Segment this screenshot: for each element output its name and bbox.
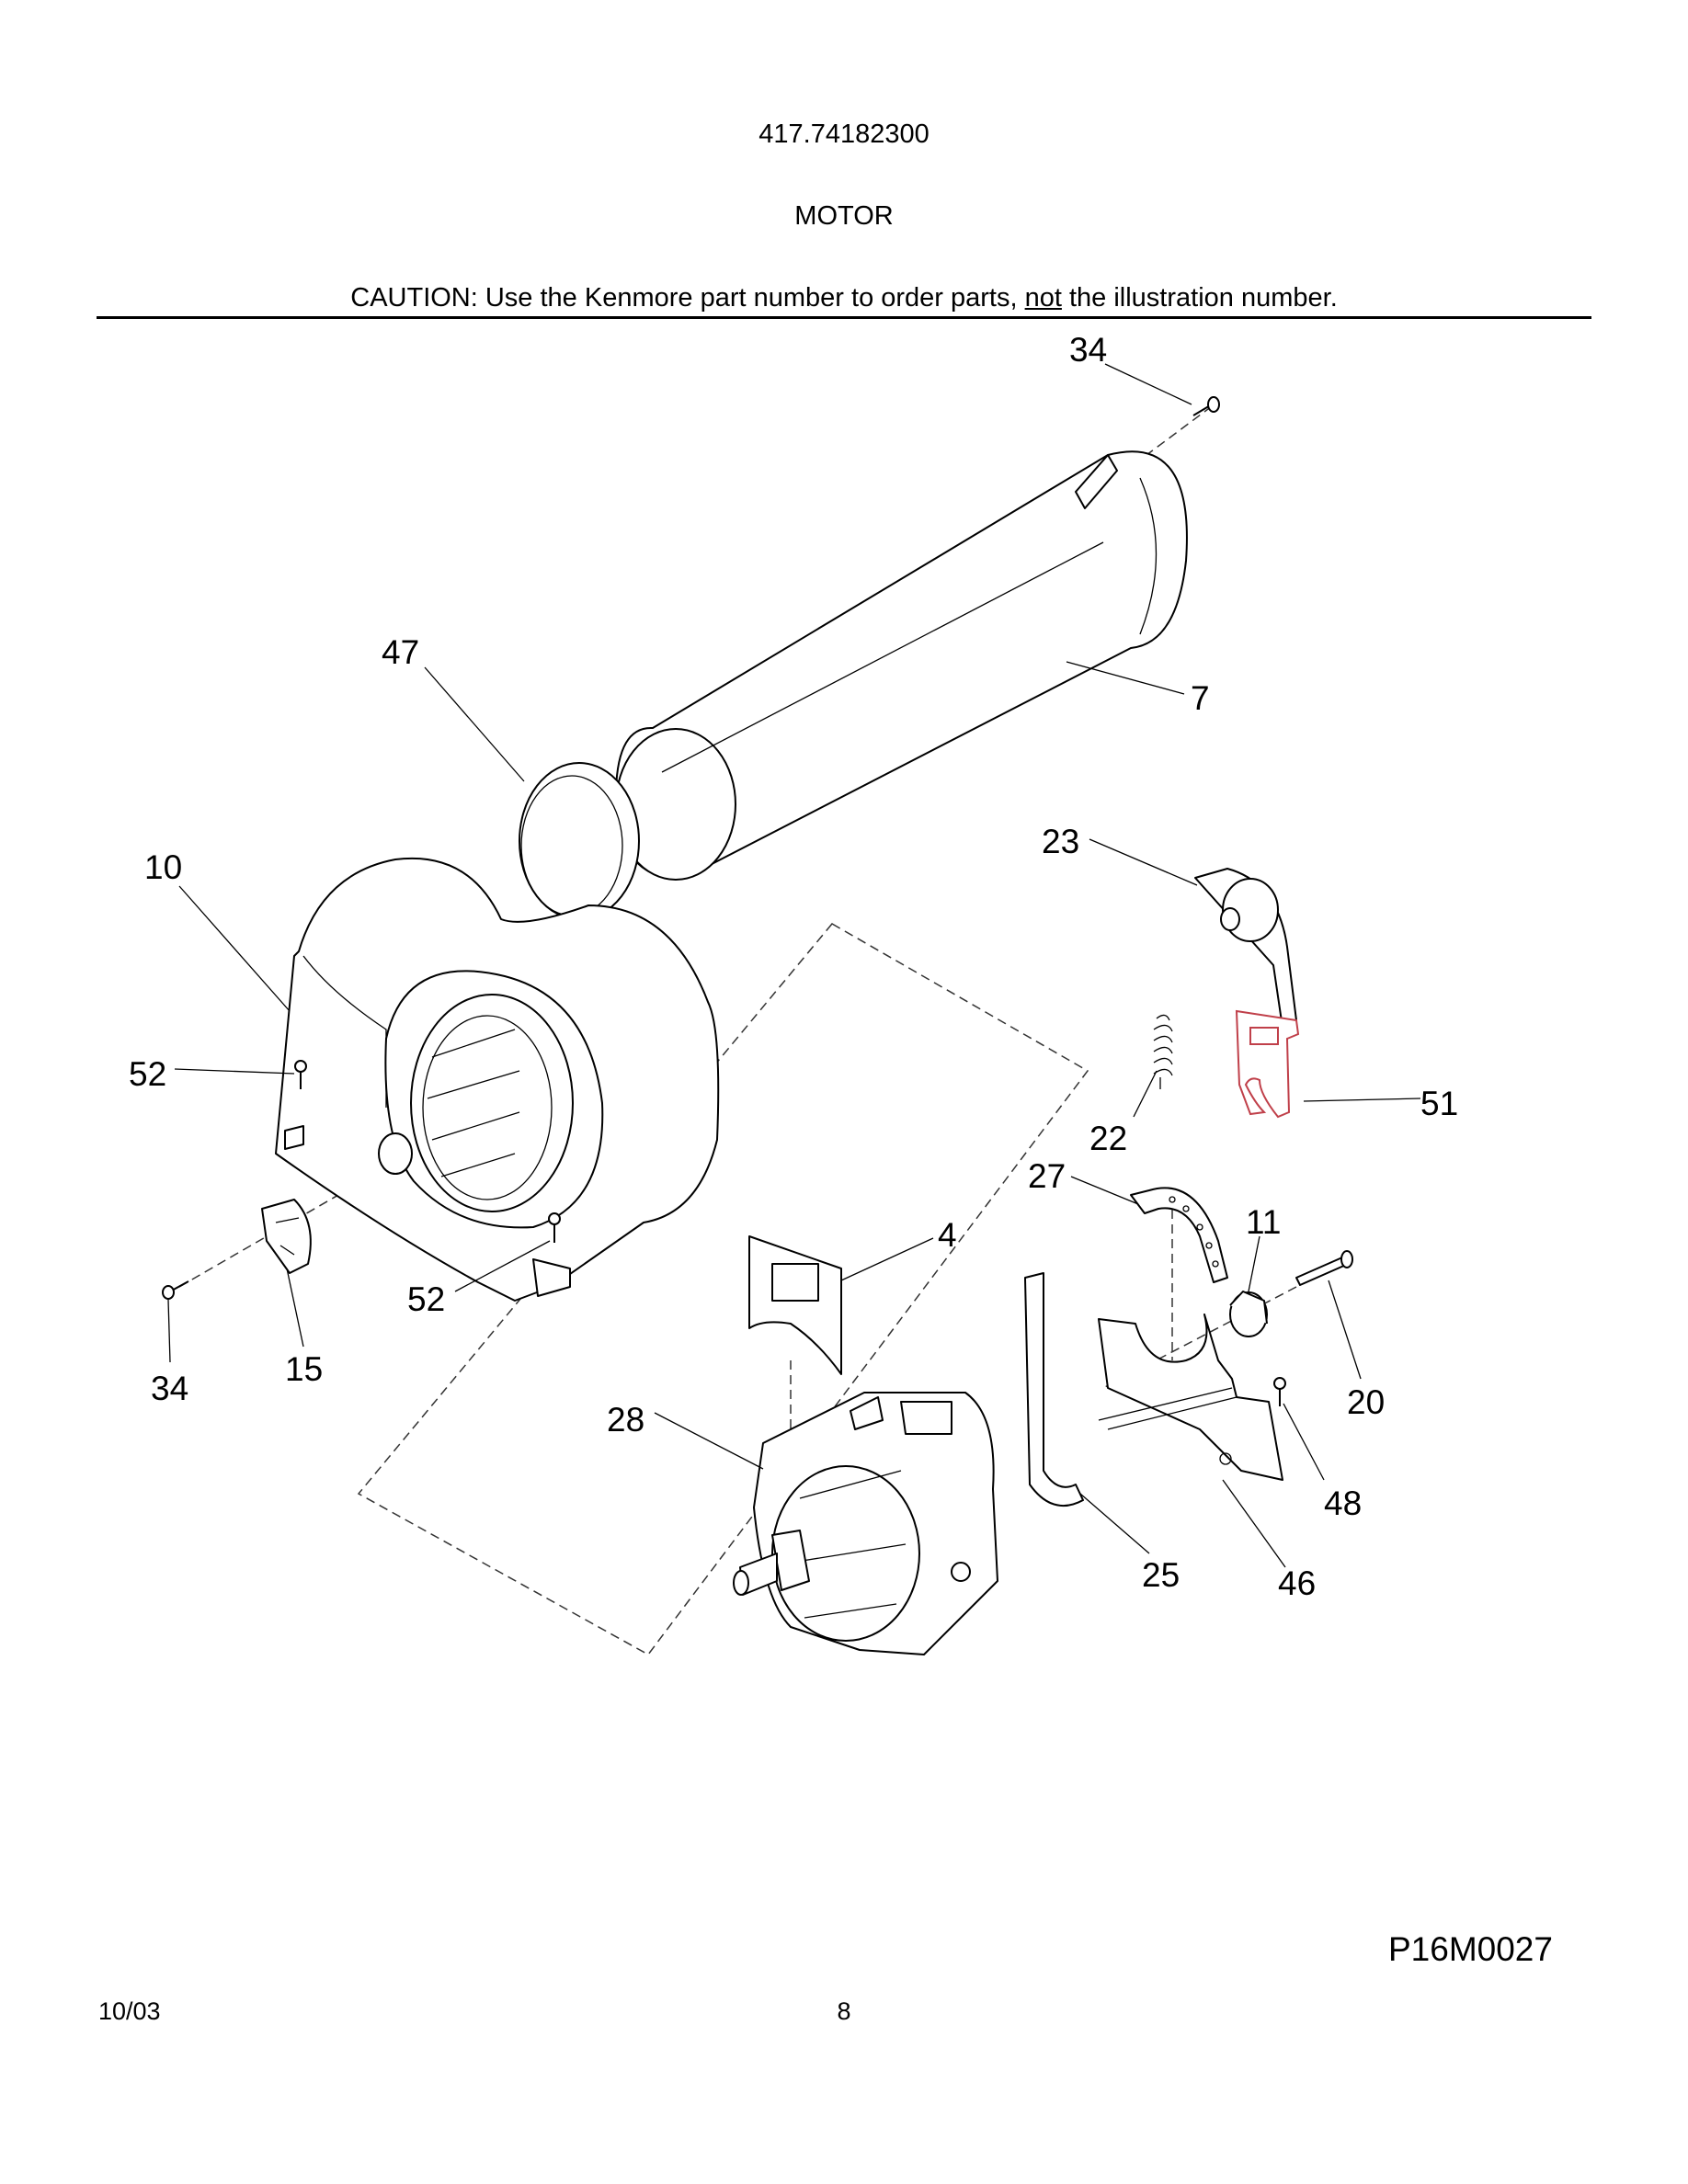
drive-motor-28 — [733, 1392, 998, 1655]
idler-pulley-23 — [1194, 868, 1297, 1029]
bolt-20 — [1295, 1250, 1353, 1286]
mount-plane-outline — [357, 923, 1089, 1655]
exploded-parts-diagram: 34 7 47 10 23 52 22 51 27 11 4 52 15 34 … — [129, 331, 1458, 1655]
callout-52-left: 52 — [129, 1055, 166, 1093]
belt-25 — [1024, 1272, 1084, 1507]
screw-34-top — [1192, 396, 1220, 416]
exhaust-duct-7 — [615, 450, 1188, 881]
callout-7: 7 — [1191, 679, 1210, 717]
bracket-4 — [748, 1235, 842, 1375]
callout-23: 23 — [1042, 823, 1079, 860]
spring-22 — [1153, 1014, 1173, 1089]
callout-51: 51 — [1420, 1085, 1458, 1122]
model-number: 417.74182300 — [758, 119, 930, 149]
header-rule — [97, 316, 1591, 319]
page-number: 8 — [837, 1997, 851, 2025]
callout-48: 48 — [1324, 1484, 1362, 1522]
callout-52-bottom: 52 — [407, 1280, 445, 1318]
caution-suffix: the illustration number. — [1061, 283, 1338, 313]
blower-housing-10 — [275, 857, 720, 1302]
callout-34-bottom: 34 — [151, 1370, 188, 1407]
screw-52-bottom — [548, 1212, 561, 1243]
callout-4: 4 — [938, 1216, 957, 1254]
caution-emphasis: not — [1024, 283, 1062, 313]
screw-34-bottom — [162, 1280, 189, 1300]
callout-15: 15 — [285, 1350, 323, 1388]
mount-bracket-46 — [1098, 1314, 1283, 1481]
roller-11 — [1229, 1291, 1268, 1337]
screw-52-left — [294, 1060, 307, 1089]
duct-ring-47 — [519, 762, 640, 920]
callout-10: 10 — [144, 848, 182, 886]
switch-15 — [261, 1199, 312, 1274]
leader-lines — [167, 363, 1421, 1568]
callout-46: 46 — [1278, 1564, 1316, 1602]
tensioner-arm-27 — [1130, 1187, 1228, 1283]
callout-11: 11 — [1246, 1203, 1281, 1241]
callout-20: 20 — [1347, 1383, 1385, 1421]
screw-48 — [1273, 1377, 1286, 1406]
callout-47: 47 — [382, 633, 419, 671]
callout-28: 28 — [607, 1401, 644, 1439]
caution-note: CAUTION: Use the Kenmore part number to … — [0, 283, 1688, 313]
caution-prefix: CAUTION: Use the Kenmore part number to … — [350, 283, 1025, 313]
callout-22: 22 — [1089, 1120, 1127, 1157]
clip-51 — [1235, 1009, 1300, 1119]
callout-25: 25 — [1142, 1556, 1180, 1594]
revision-date: 10/03 — [98, 1997, 161, 2025]
callout-27: 27 — [1028, 1157, 1066, 1195]
callout-34-top: 34 — [1069, 331, 1107, 369]
drawing-code: P16M0027 — [1388, 1930, 1553, 1968]
section-title: MOTOR — [794, 201, 894, 231]
